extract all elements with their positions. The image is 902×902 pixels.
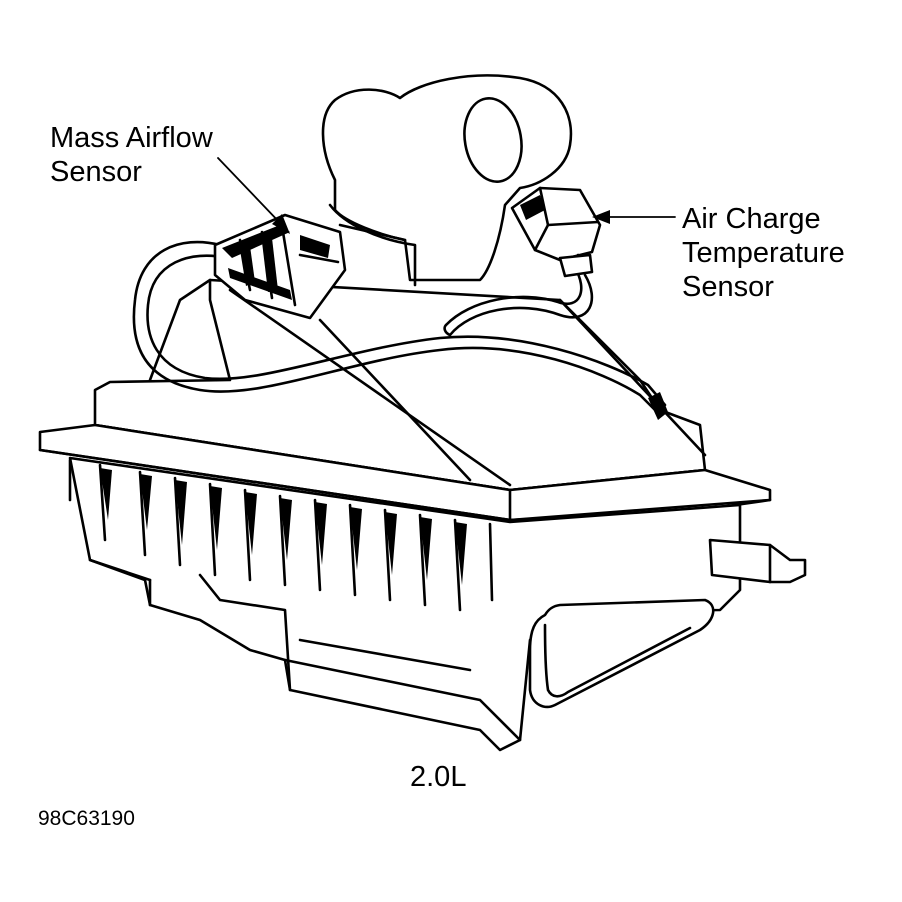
mass-airflow-sensor-label-line2: Sensor <box>50 156 142 188</box>
air-charge-leader-arrow <box>592 210 676 224</box>
air-charge-temperature-sensor-label-line1: Air Charge <box>682 203 821 235</box>
wiring-harness <box>132 240 668 420</box>
intake-duct <box>321 74 573 287</box>
engine-size-caption: 2.0L <box>410 761 467 793</box>
mass-airflow-leader-arrow <box>217 157 290 234</box>
mass-airflow-sensor-connector <box>213 213 347 320</box>
air-charge-temperature-sensor-label-line2: Temperature <box>682 237 845 269</box>
mass-airflow-sensor-label-line1: Mass Airflow <box>50 122 213 154</box>
air-charge-temperature-sensor-label-line3: Sensor <box>682 271 774 303</box>
air-charge-temperature-sensor-connector <box>510 186 602 278</box>
air-cleaner-housing <box>68 456 807 752</box>
figure-id-caption: 98C63190 <box>38 807 135 830</box>
air-cleaner-rim <box>38 423 772 522</box>
